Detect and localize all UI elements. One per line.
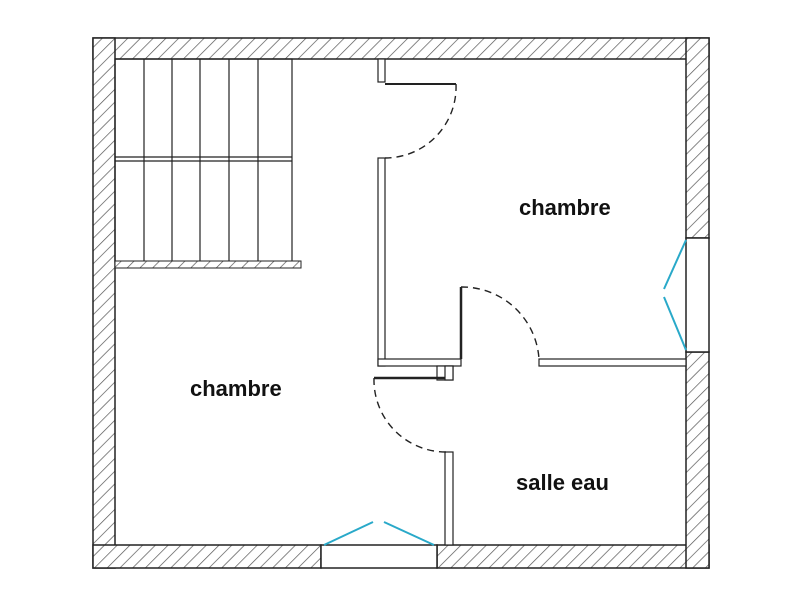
windows [323, 239, 687, 546]
exterior-walls [92, 37, 710, 569]
door-swing-icon [459, 286, 540, 360]
door-swing-icon [384, 83, 457, 159]
wall-top [92, 37, 710, 60]
interior-partitions [377, 58, 687, 546]
window-frame-right [685, 237, 710, 353]
room-label-bathroom: salle eau [516, 470, 609, 495]
partition-bath-left [444, 365, 454, 381]
partition-bath-left-lower [444, 451, 454, 546]
room-label-bedroom-lower-left: chambre [190, 376, 282, 401]
partition-vertical-mid [377, 157, 386, 367]
door-swing-icon [373, 376, 448, 453]
wall-right-lower [685, 351, 710, 569]
wall-bottom-right [436, 544, 710, 569]
room-label-bedroom-upper-right: chambre [519, 195, 611, 220]
staircase [114, 58, 302, 269]
casement-window-icon [323, 521, 435, 546]
wall-right-upper [685, 37, 710, 239]
casement-window-icon [663, 239, 687, 351]
wall-bottom-left [92, 544, 322, 569]
doors [373, 83, 540, 453]
partition-horizontal-left [377, 358, 462, 367]
partition-vertical-upper [377, 58, 386, 83]
partition-horizontal-right [538, 358, 687, 367]
window-frame-bottom [320, 544, 438, 569]
wall-left [92, 37, 116, 569]
